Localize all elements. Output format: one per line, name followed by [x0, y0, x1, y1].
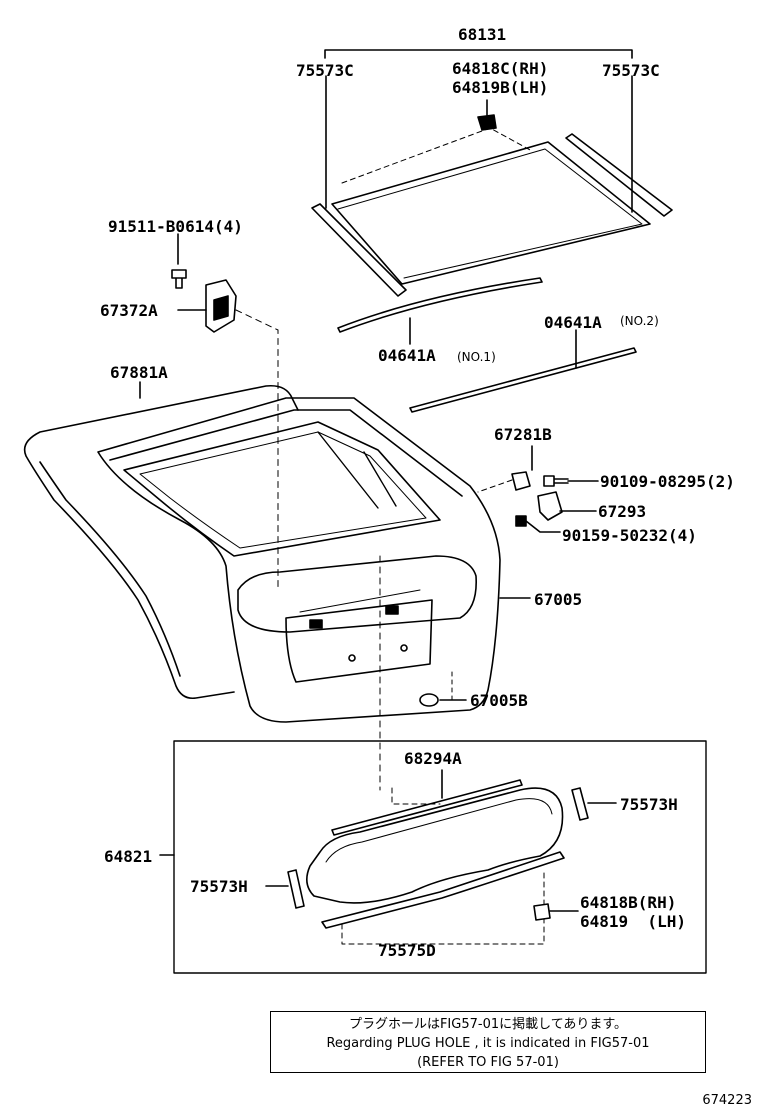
label-75573c-left: 75573C [296, 61, 354, 80]
label-68294a: 68294A [404, 749, 462, 768]
label-67372a: 67372A [100, 301, 158, 320]
label-64818b: 64818B(RH) [580, 893, 676, 912]
bracket-68131 [324, 49, 633, 59]
label-67005: 67005 [534, 590, 582, 609]
label-67293: 67293 [598, 502, 646, 521]
label-04641a-no1: 04641A [378, 346, 436, 365]
clip-64818b [533, 903, 551, 921]
bumper-67281b [511, 471, 531, 491]
clip-64818c [477, 114, 497, 131]
back-door-panel [97, 397, 531, 791]
label-64819: 64819 (LH) [580, 912, 686, 931]
label-90159: 90159-50232(4) [562, 526, 697, 545]
strip-68294a [331, 779, 523, 836]
label-04641a-no2: 04641A [544, 313, 602, 332]
molding-04641a-no2 [409, 347, 637, 413]
door-window-opening [123, 421, 441, 557]
plug-67005b [419, 693, 439, 707]
label-75573c-right: 75573C [602, 61, 660, 80]
label-04641a-no1-suffix: (NO.1) [457, 350, 496, 364]
weatherstrip-75573c-left [311, 203, 407, 297]
label-91511: 91511-B0614(4) [108, 217, 243, 236]
garnish-64821 [306, 787, 564, 904]
back-door-glass-group [311, 49, 673, 413]
label-68131: 68131 [458, 25, 506, 44]
label-90109: 90109-08295(2) [600, 472, 735, 491]
hinge-67372a [205, 279, 237, 333]
garnish-box [159, 740, 707, 974]
weatherstrip-67881a [23, 384, 299, 700]
label-64818c: 64818C(RH) [452, 59, 548, 78]
figure-id: 674223 [702, 1093, 752, 1108]
license-plate-recess [237, 555, 477, 633]
label-67281b: 67281B [494, 425, 552, 444]
label-75575d: 75575D [378, 941, 436, 960]
hinge-group [171, 233, 279, 591]
bolt-90159 [515, 515, 527, 527]
label-67881a: 67881A [110, 363, 168, 382]
label-64821: 64821 [104, 847, 152, 866]
label-67005b: 67005B [470, 691, 528, 710]
label-75573h-left: 75573H [190, 877, 248, 896]
bolt-90109 [543, 475, 569, 487]
back-glass [331, 141, 651, 285]
label-75573h-right: 75573H [620, 795, 678, 814]
note-line-english: Regarding PLUG HOLE , it is indicated in… [326, 1036, 650, 1051]
label-04641a-no2-suffix: (NO.2) [620, 314, 659, 328]
hardware-group [477, 445, 599, 533]
plug-hole-note: プラグホールはFIG57-01に掲載してあります。 Regarding PLUG… [270, 1011, 706, 1073]
note-line-refer: (REFER TO FIG 57-01) [417, 1055, 559, 1070]
weatherstrip-75573c-right [565, 133, 673, 217]
bolt-91511 [171, 269, 187, 289]
back-door-outer [97, 397, 501, 723]
clip-75573h-right [571, 787, 589, 821]
bracket-67293 [537, 491, 563, 521]
strip-75575d [321, 851, 565, 929]
note-line-japanese: プラグホールはFIG57-01に掲載してあります。 [348, 1017, 628, 1032]
clip-75573h-left [287, 869, 305, 909]
molding-04641a-no1 [337, 277, 543, 333]
label-64819b: 64819B(LH) [452, 78, 548, 97]
